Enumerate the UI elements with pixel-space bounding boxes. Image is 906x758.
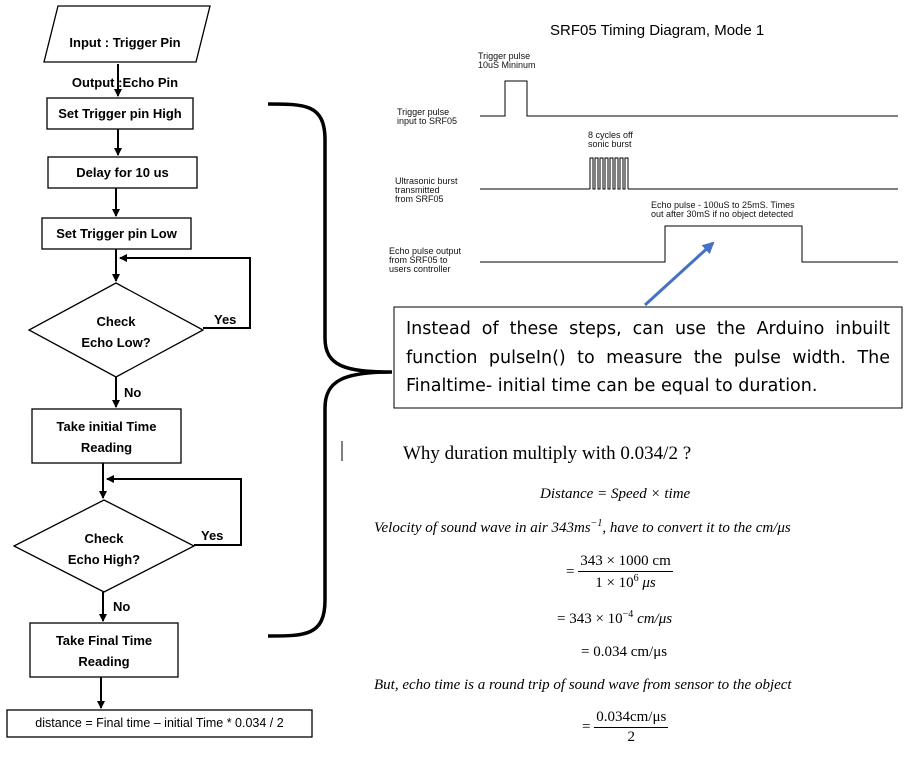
echo-roundtrip-note: But, echo time is a round trip of sound …	[374, 677, 792, 693]
burst-label: Ultrasonic burst transmitted from SRF05	[395, 176, 458, 204]
explanation-question: Why duration multiply with 0.034/2 ?	[403, 443, 692, 464]
set-low-label: Set Trigger pin Low	[56, 226, 177, 241]
trigger-label: Trigger pulse input to SRF05	[397, 107, 458, 126]
yes-label-2: Yes	[201, 528, 224, 543]
set-low-box	[41, 217, 192, 250]
final-time-label: Take Final Time Reading	[55, 633, 153, 669]
io-input-text: Input : Trigger Pin	[69, 35, 181, 50]
echo-waveform	[480, 225, 898, 263]
fraction-1-den-unit: μs	[638, 575, 656, 591]
trigger-waveform	[480, 80, 898, 117]
burst-note: 8 cycles off sonic burst	[588, 130, 633, 149]
callout-text: Instead of these steps, can use the Ardu…	[406, 319, 890, 396]
echo-label: Echo pulse output from SRF05 to users co…	[389, 246, 462, 274]
timing-title: SRF05 Timing Diagram, Mode 1	[550, 22, 765, 39]
delay-label: Delay for 10 us	[76, 165, 169, 180]
velocity-text: Velocity of sound wave in air 343ms	[374, 520, 591, 536]
fraction-2-denominator: 2	[627, 729, 636, 745]
io-output-text: Output :Echo Pin	[71, 75, 179, 90]
fraction-1-denominator: 1 × 106 μs	[595, 572, 656, 592]
trigger-note: Trigger pulse 10uS Mininum	[478, 51, 536, 70]
final-time-box	[29, 622, 179, 678]
initial-time-box	[31, 408, 182, 464]
io-label: Input : Trigger Pin Output :Echo Pin	[50, 13, 200, 113]
io-parallelogram	[43, 5, 211, 63]
check-low-label: Check Echo Low?	[81, 314, 151, 350]
fraction-1-equals: =	[566, 563, 575, 580]
fraction-2-numerator: 0.034cm/μs	[594, 709, 669, 728]
fraction-1-den-base: 1 × 10	[595, 575, 634, 591]
distance-box	[6, 709, 313, 738]
step-2: = 343 × 10−4 cm/μs	[557, 609, 672, 628]
burst-waveform	[480, 157, 898, 190]
set-high-label: Set Trigger pin High	[58, 106, 182, 121]
fraction-2: = 0.034cm/μs 2	[582, 709, 669, 746]
set-high-box	[46, 97, 194, 130]
step-2-base: = 343 × 10	[557, 611, 623, 627]
fraction-1-den-exp: 6	[633, 573, 639, 584]
echo-note: Echo pulse - 100uS to 25mS. Times out af…	[651, 200, 795, 219]
distance-label: distance = Final time – initial Time * 0…	[35, 716, 284, 730]
check-high-label: Check Echo High?	[67, 531, 141, 567]
curly-brace	[267, 102, 393, 638]
callout-arrow	[643, 241, 715, 307]
yes-label-1: Yes	[214, 312, 237, 327]
no-label-1: No	[124, 385, 142, 400]
fraction-1-numerator: 343 × 1000 cm	[578, 553, 673, 572]
step-2-exp: −4	[622, 609, 634, 620]
velocity-tail: , have to convert it to the cm/μs	[602, 520, 791, 536]
fraction-2-equals: =	[582, 718, 591, 735]
fraction-1: = 343 × 1000 cm 1 × 106 μs	[566, 553, 673, 592]
callout-box	[393, 306, 903, 409]
formula-distance: Distance = Speed × time	[540, 486, 691, 502]
no-label-2: No	[113, 599, 131, 614]
step-2-unit: cm/μs	[633, 611, 673, 627]
velocity-exponent: −1	[590, 518, 603, 529]
velocity-line: Velocity of sound wave in air 343ms−1, h…	[374, 518, 791, 537]
initial-time-label: Take initial Time Reading	[56, 419, 157, 455]
step-3: = 0.034 cm/μs	[581, 644, 668, 660]
delay-box	[47, 156, 198, 189]
